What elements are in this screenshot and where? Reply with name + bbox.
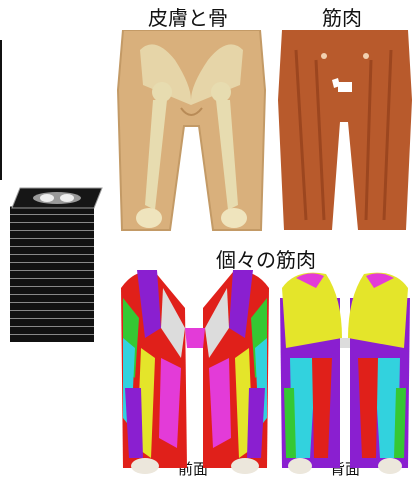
ct-slice-layer <box>10 278 94 286</box>
individual-muscles-front <box>115 268 275 478</box>
skin-bone-render <box>115 30 268 238</box>
label-individual-muscles: 個々の筋肉 <box>216 250 316 270</box>
ct-slice-layer <box>10 334 94 342</box>
ct-slice-layer <box>10 318 94 326</box>
ct-slice-layer <box>10 246 94 254</box>
label-skin-bone: 皮膚と骨 <box>148 8 228 28</box>
ct-slice-layer <box>10 294 94 302</box>
ct-slice-layer <box>10 230 94 238</box>
ct-slice-layer <box>10 310 94 318</box>
ct-slice-layer <box>10 326 94 334</box>
individual-muscles-back <box>276 268 414 478</box>
ct-slice-layer <box>10 270 94 278</box>
ct-top-slice <box>10 180 106 220</box>
label-muscle: 筋肉 <box>322 8 362 28</box>
ct-slice-layer <box>10 286 94 294</box>
muscle-render <box>276 30 414 238</box>
ct-slice-layer <box>10 254 94 262</box>
vertical-axis-line <box>0 40 2 180</box>
ct-slice-layer <box>10 262 94 270</box>
ct-slice-layer <box>10 302 94 310</box>
ct-slice-layer <box>10 222 94 230</box>
ct-slice-stack <box>10 180 106 340</box>
ct-slice-layer <box>10 238 94 246</box>
